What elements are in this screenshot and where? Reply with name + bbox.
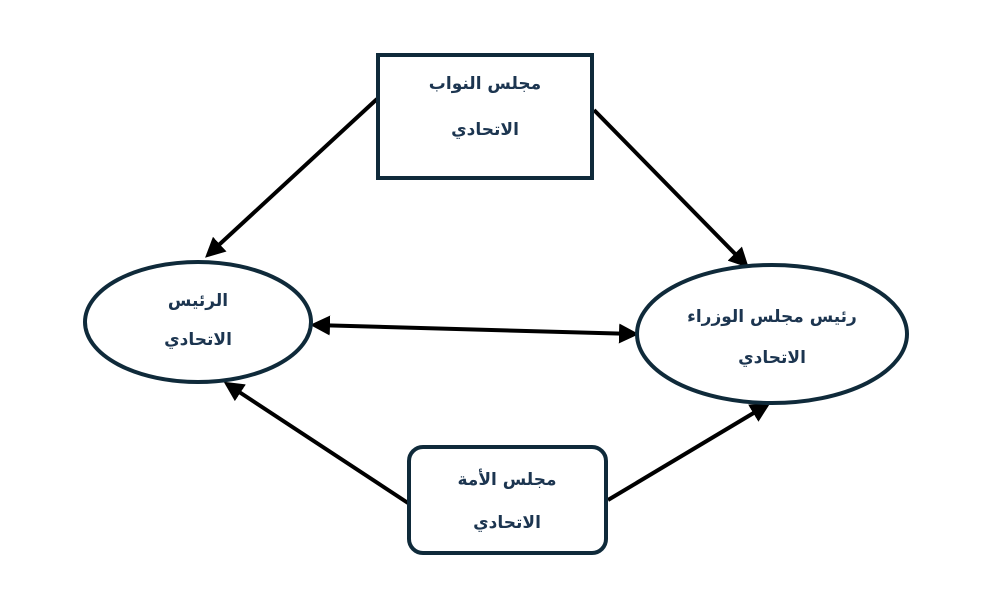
arrow-nation-to-prime-minister: [606, 402, 771, 502]
node-nation-line-1: مجلس الأمة: [458, 469, 557, 490]
node-house-box: [376, 53, 594, 180]
node-nation-box: [407, 445, 608, 555]
node-prime-minister-ellipse: [635, 263, 909, 405]
arrow-president-prime-minister: [310, 315, 639, 344]
node-president-ellipse: [83, 260, 313, 384]
node-nation-line-2: الاتحادي: [473, 513, 541, 533]
node-president-line-2: الاتحادي: [164, 330, 232, 350]
node-federal-prime-minister: رئيس مجلس الوزراء الاتحادي: [635, 263, 909, 405]
node-prime-minister-line-2: الاتحادي: [738, 348, 806, 368]
node-house-line-1: مجلس النواب: [429, 74, 541, 94]
arrow-house-to-president: [205, 97, 379, 258]
node-council-of-nation: مجلس الأمة الاتحادي: [407, 445, 608, 555]
arrow-house-to-prime-minister: [592, 108, 749, 268]
node-house-of-representatives: مجلس النواب الاتحادي: [376, 53, 594, 180]
node-prime-minister-line-1: رئيس مجلس الوزراء: [687, 307, 857, 327]
node-federal-president: الرئيس الاتحادي: [83, 260, 313, 384]
node-house-line-2: الاتحادي: [451, 120, 519, 140]
arrow-nation-to-president: [223, 381, 410, 505]
node-president-line-1: الرئيس: [168, 291, 228, 311]
